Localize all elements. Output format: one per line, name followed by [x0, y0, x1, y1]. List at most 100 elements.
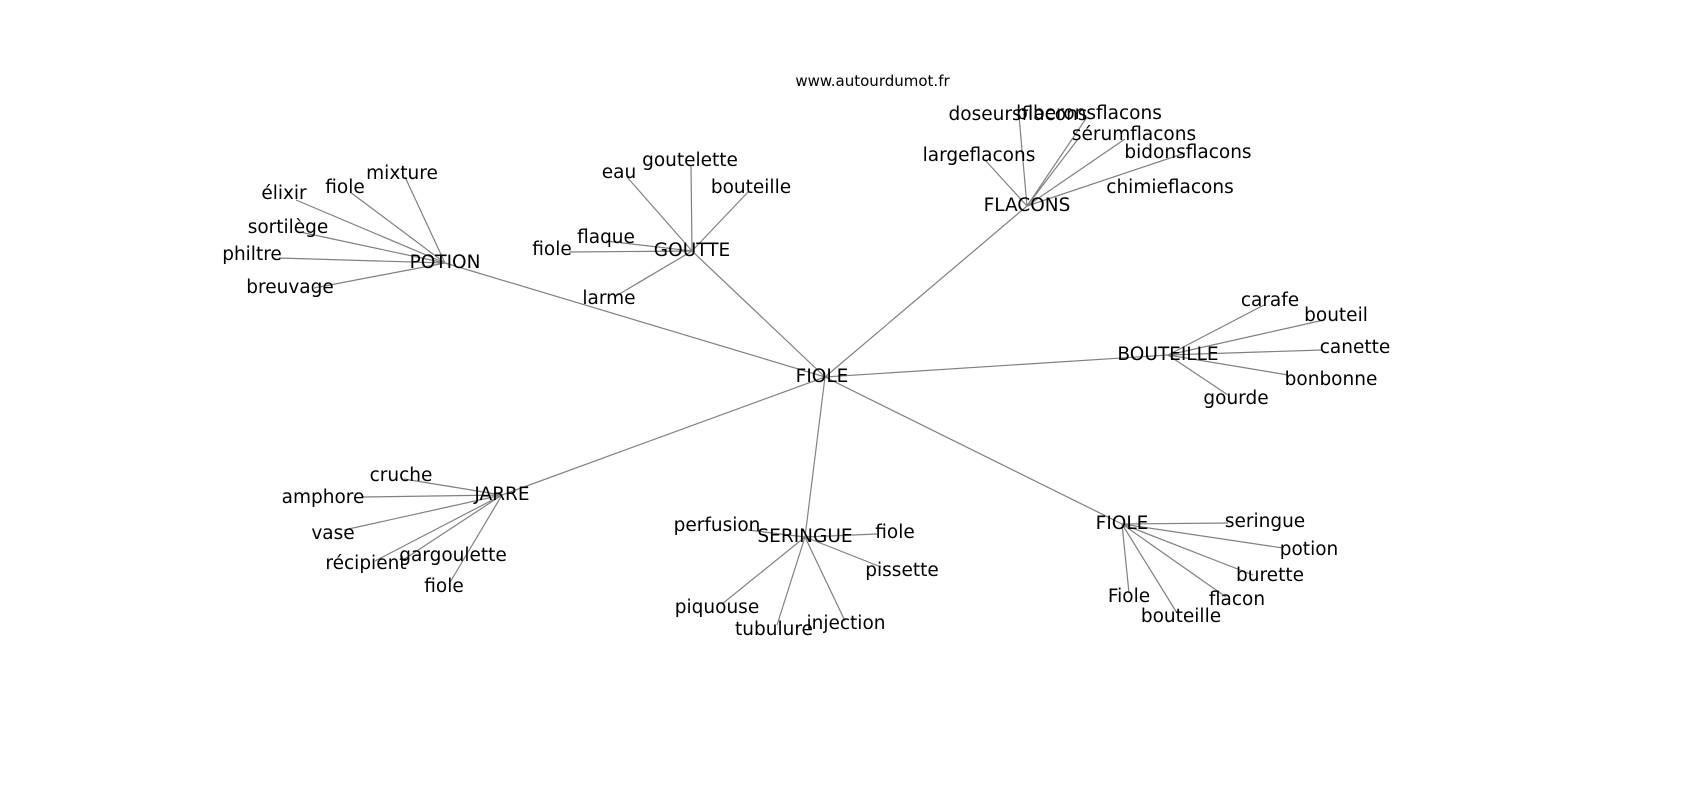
graph-edges: [278, 115, 1325, 626]
edge-jarre-word: [403, 478, 503, 496]
leaf-word-label: bidonsflacons: [1124, 142, 1251, 163]
edge-flacons-word: [984, 159, 1028, 207]
leaf-word-label: mixture: [366, 163, 438, 184]
leaf-word-label: philtre: [222, 244, 282, 265]
edge-goutte-word: [691, 190, 750, 252]
edge-goutte-word: [615, 250, 693, 297]
edge-flacons-word: [1026, 152, 1186, 207]
leaf-word-label: pissette: [865, 560, 938, 581]
edge-potion-word: [299, 231, 446, 264]
leaf-word-label: breuvage: [246, 277, 333, 298]
leaf-word-label: bouteille: [1141, 606, 1221, 627]
edge-bouteille-word: [1167, 319, 1325, 356]
edge-bouteille-word: [1167, 354, 1289, 376]
edge-jarre-word: [374, 494, 503, 562]
leaf-word-label: Fiole: [1108, 586, 1150, 607]
edge-flacons-word: [1018, 115, 1028, 207]
edge-goutte-word: [626, 176, 693, 252]
cluster-node-label: SERINGUE: [757, 526, 852, 547]
edge-potion-word: [313, 262, 446, 289]
edge-goutte-word: [568, 250, 693, 253]
edge-potion-word: [349, 191, 446, 264]
edge-seringue-word: [804, 536, 882, 568]
edge-center-jarre: [501, 376, 826, 496]
leaf-word-label: flacon: [1209, 589, 1265, 610]
edge-fiole-word: [1121, 523, 1284, 549]
edge-center-goutte: [691, 250, 826, 378]
leaf-word-label: larme: [582, 288, 635, 309]
leaf-word-label: fiole: [875, 522, 915, 543]
leaf-word-label: goutelette: [642, 150, 738, 171]
edge-flacons-word: [1026, 138, 1126, 207]
leaf-word-label: largeflacons: [923, 145, 1036, 166]
leaf-word-label: canette: [1320, 337, 1391, 358]
edge-jarre-word: [361, 494, 503, 498]
edge-seringue-word: [747, 529, 806, 538]
leaf-word-label: fiole: [325, 177, 365, 198]
cluster-node-label: BOUTEILLE: [1117, 344, 1218, 365]
edge-bouteille-word: [1167, 349, 1323, 356]
edge-center-flacons: [824, 205, 1028, 378]
leaf-word-label: cruche: [370, 465, 433, 486]
edge-seringue-word: [776, 536, 806, 626]
leaf-word-label: bonbonne: [1285, 369, 1378, 390]
edge-jarre-word: [343, 494, 503, 531]
edge-flacons-word: [1026, 116, 1088, 207]
leaf-word-label: sortilège: [248, 217, 329, 238]
leaf-word-label: sérumflacons: [1072, 124, 1196, 145]
edge-potion-word: [404, 176, 446, 264]
leaf-word-label: bouteil: [1304, 305, 1368, 326]
leaf-word-label: bouteille: [711, 177, 791, 198]
leaf-word-label: biberonsflacons: [1016, 103, 1162, 124]
edge-fiole-word: [1121, 523, 1178, 614]
edge-center-bouteille: [824, 354, 1169, 378]
edge-bouteille-word: [1167, 354, 1229, 396]
edge-goutte-word: [605, 240, 693, 252]
edge-center-fiole: [824, 376, 1123, 525]
leaf-word-label: perfusion: [674, 515, 761, 536]
cluster-node-label: FLACONS: [984, 195, 1071, 216]
edge-goutte-word: [690, 165, 693, 252]
leaf-word-label: vase: [311, 523, 354, 544]
leaf-word-label: piquouse: [675, 597, 759, 618]
leaf-word-label: burette: [1236, 565, 1304, 586]
cluster-node-label: GOUTTE: [654, 240, 730, 261]
leaf-word-label: chimieflacons: [1106, 177, 1233, 198]
edge-center-seringue: [804, 376, 826, 538]
leaf-word-label: flaque: [577, 227, 635, 248]
edge-jarre-word: [448, 494, 503, 585]
leaf-word-label: potion: [1280, 539, 1339, 560]
leaf-word-label: seringue: [1225, 511, 1305, 532]
leaf-word-label: doseursflacons: [949, 104, 1088, 125]
edge-fiole-word: [1121, 522, 1229, 525]
edge-seringue-word: [721, 536, 806, 605]
cluster-node-label: JARRE: [473, 484, 529, 505]
leaf-word-label: gargoulette: [399, 545, 507, 566]
edge-potion-word: [295, 199, 446, 264]
edge-center-potion: [444, 262, 826, 378]
graph-labels: FIOLEPOTIONmixturefioleélixirsortilègeph…: [222, 103, 1390, 640]
edge-seringue-word: [804, 533, 878, 538]
leaf-word-label: carafe: [1241, 290, 1299, 311]
leaf-word-label: fiole: [532, 239, 572, 260]
edge-flacons-word: [1026, 138, 1079, 207]
cluster-node-label: FIOLE: [1096, 513, 1149, 534]
edge-seringue-word: [804, 536, 846, 622]
edge-fiole-word: [1121, 523, 1130, 594]
leaf-word-label: gourde: [1203, 388, 1268, 409]
leaf-word-label: eau: [602, 162, 636, 183]
leaf-word-label: tubulure: [735, 619, 813, 640]
cluster-node-label: POTION: [410, 252, 481, 273]
edge-fiole-word: [1121, 523, 1227, 598]
leaf-word-label: injection: [807, 613, 886, 634]
edge-jarre-word: [402, 494, 503, 561]
edge-bouteille-word: [1167, 304, 1265, 356]
leaf-word-label: élixir: [261, 183, 307, 204]
site-url: www.autourdumot.fr: [795, 72, 950, 90]
leaf-word-label: fiole: [424, 576, 464, 597]
leaf-word-label: amphore: [282, 487, 365, 508]
edge-potion-word: [278, 257, 446, 264]
edge-fiole-word: [1121, 523, 1254, 576]
center-node-label: FIOLE: [796, 366, 849, 387]
